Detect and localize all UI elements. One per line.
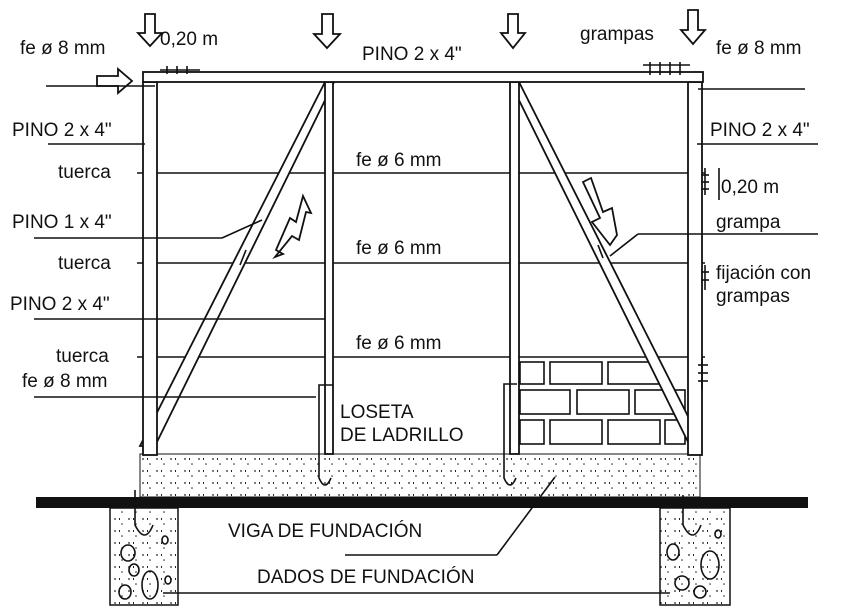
label-right-post: PINO 2 x 4" <box>710 120 810 141</box>
label-tuerca-1: tuerca <box>58 162 111 183</box>
label-wire-3: fe ø 6 mm <box>356 333 442 354</box>
label-loseta-2: DE LADRILLO <box>340 425 464 446</box>
ground-slab <box>139 453 701 498</box>
arrow-bidirectional-icon <box>272 193 313 260</box>
label-tuerca-3: tuerca <box>56 346 109 367</box>
arrow-diagonal-icon <box>581 176 618 247</box>
arrow-down-icon <box>311 13 343 50</box>
grampas-marks <box>160 62 720 390</box>
label-dimension-top-left: 0,20 m <box>160 29 218 50</box>
arrow-right-icon <box>96 67 134 95</box>
footing-right <box>659 495 731 606</box>
label-wire-2: fe ø 6 mm <box>356 238 442 259</box>
label-fijacion-1: fijación con <box>716 263 811 284</box>
label-viga-fundacion: VIGA DE FUNDACIÓN <box>228 520 422 542</box>
label-fe-8mm-top-left: fe ø 8 mm <box>20 38 106 59</box>
top-beam <box>142 71 704 83</box>
inner-post-right <box>509 81 520 455</box>
label-left-post: PINO 2 x 4" <box>12 120 112 141</box>
label-anchor: fe ø 8 mm <box>22 371 108 392</box>
label-fe-8mm-top-right: fe ø 8 mm <box>716 38 802 59</box>
label-pino-1x4: PINO 1 x 4" <box>12 212 112 233</box>
label-inner-post: PINO 2 x 4" <box>10 294 110 315</box>
label-wire-1: fe ø 6 mm <box>356 150 442 171</box>
right-post <box>687 81 703 456</box>
label-tuerca-2: tuerca <box>58 253 111 274</box>
left-brace <box>138 81 336 447</box>
brick-wall <box>519 361 686 445</box>
label-loseta-1: LOSETA <box>340 402 414 423</box>
anchor-left <box>318 384 333 486</box>
arrow-down-icon <box>499 13 527 50</box>
left-post <box>142 81 158 456</box>
label-dimension-right: 0,20 m <box>721 177 779 198</box>
label-grampa: grampa <box>716 212 781 233</box>
label-fijacion-2: grampas <box>716 286 790 307</box>
leader-lines <box>34 85 818 594</box>
label-top-beam: PINO 2 x 4" <box>362 44 462 65</box>
footing-left <box>109 490 179 606</box>
arrow-down-icon <box>679 9 707 46</box>
label-dados-fundacion: DADOS DE FUNDACIÓN <box>257 566 474 588</box>
inner-post-left <box>324 81 334 455</box>
arrow-down-icon <box>135 13 165 48</box>
anchor-right <box>503 383 517 486</box>
label-grampas-top: grampas <box>580 24 654 45</box>
right-brace <box>508 81 702 448</box>
load-arrows <box>96 9 707 260</box>
foundation-beam <box>36 497 808 508</box>
